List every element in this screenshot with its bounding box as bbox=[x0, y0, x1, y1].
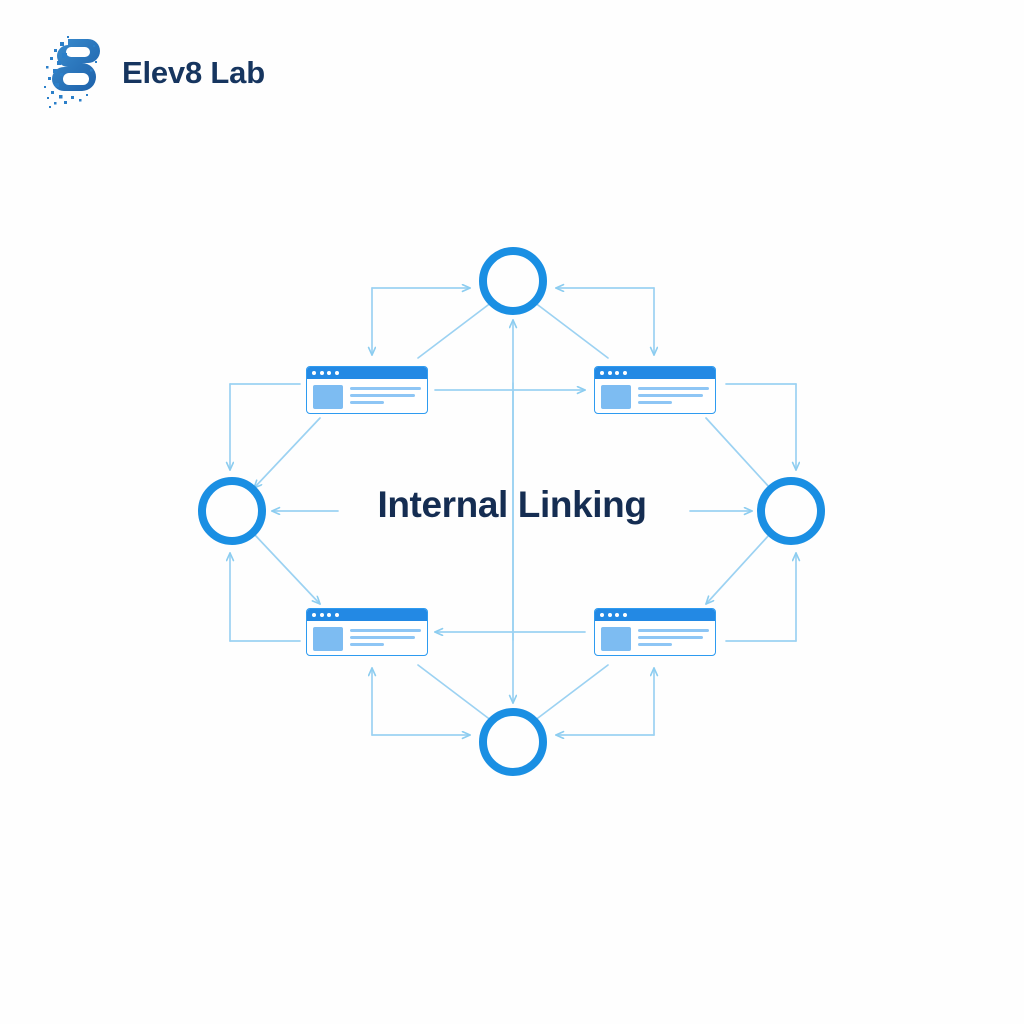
card-body bbox=[307, 379, 427, 409]
card-dot-icon bbox=[327, 613, 331, 617]
card-body bbox=[307, 621, 427, 651]
card-body bbox=[595, 379, 715, 409]
node-card-bottom-right[interactable] bbox=[594, 608, 716, 656]
card-dot-icon bbox=[319, 371, 324, 375]
card-text-line bbox=[638, 401, 673, 404]
connector-diagonal-cardtr-circleright bbox=[705, 417, 771, 489]
card-body bbox=[595, 621, 715, 651]
connector-diagonal-circleright-cardbr bbox=[706, 533, 771, 604]
card-text-line bbox=[638, 387, 709, 390]
card-text-line bbox=[638, 629, 709, 632]
card-text-line bbox=[350, 387, 421, 390]
card-title-bar bbox=[595, 609, 715, 621]
card-dot-icon bbox=[615, 371, 619, 375]
card-text-line bbox=[350, 401, 385, 404]
card-text-lines bbox=[350, 385, 421, 409]
connector-diagonal-cardtr-circletop bbox=[533, 301, 609, 359]
card-dot-icon bbox=[334, 613, 339, 617]
card-dot-icon bbox=[312, 371, 316, 375]
card-thumbnail bbox=[313, 627, 343, 651]
card-thumbnail bbox=[601, 627, 631, 651]
card-text-line bbox=[350, 636, 416, 639]
node-circle-right[interactable] bbox=[757, 477, 825, 545]
connector-diagonal-circleleft-cardbl bbox=[253, 533, 320, 604]
card-dot-icon bbox=[607, 613, 612, 617]
card-text-line bbox=[350, 643, 385, 646]
card-dot-icon bbox=[607, 371, 612, 375]
card-title-bar bbox=[595, 367, 715, 379]
card-title-bar bbox=[307, 367, 427, 379]
card-thumbnail bbox=[313, 385, 343, 409]
node-circle-bottom[interactable] bbox=[479, 708, 547, 776]
connector-diagonal-cardbr-circlebottom bbox=[533, 664, 609, 722]
connector-diagonal-cardbl-circlebottom bbox=[417, 664, 493, 722]
node-card-top-right[interactable] bbox=[594, 366, 716, 414]
card-text-line bbox=[350, 629, 421, 632]
card-dot-icon bbox=[319, 613, 324, 617]
card-dot-icon bbox=[600, 371, 604, 375]
card-dot-icon bbox=[334, 371, 339, 375]
card-dot-icon bbox=[615, 613, 619, 617]
elev8-pixel-8-logo-icon bbox=[38, 33, 104, 113]
card-text-line bbox=[350, 394, 416, 397]
card-text-lines bbox=[350, 627, 421, 651]
card-text-line bbox=[638, 394, 704, 397]
card-text-lines bbox=[638, 627, 709, 651]
card-title-bar bbox=[307, 609, 427, 621]
card-thumbnail bbox=[601, 385, 631, 409]
card-text-line bbox=[638, 643, 673, 646]
card-dot-icon bbox=[600, 613, 604, 617]
connector-diagonal-cardtl-circleleft bbox=[254, 417, 321, 488]
brand-header: Elev8 Lab bbox=[38, 33, 265, 113]
card-dot-icon bbox=[312, 613, 316, 617]
card-dot-icon bbox=[327, 371, 331, 375]
node-card-top-left[interactable] bbox=[306, 366, 428, 414]
node-circle-top[interactable] bbox=[479, 247, 547, 315]
brand-name: Elev8 Lab bbox=[122, 55, 265, 90]
card-dot-icon bbox=[622, 613, 627, 617]
node-card-bottom-left[interactable] bbox=[306, 608, 428, 656]
connector-diagonal-cardtl-circletop bbox=[417, 301, 493, 359]
node-circle-left[interactable] bbox=[198, 477, 266, 545]
card-text-line bbox=[638, 636, 704, 639]
card-dot-icon bbox=[622, 371, 627, 375]
card-text-lines bbox=[638, 385, 709, 409]
